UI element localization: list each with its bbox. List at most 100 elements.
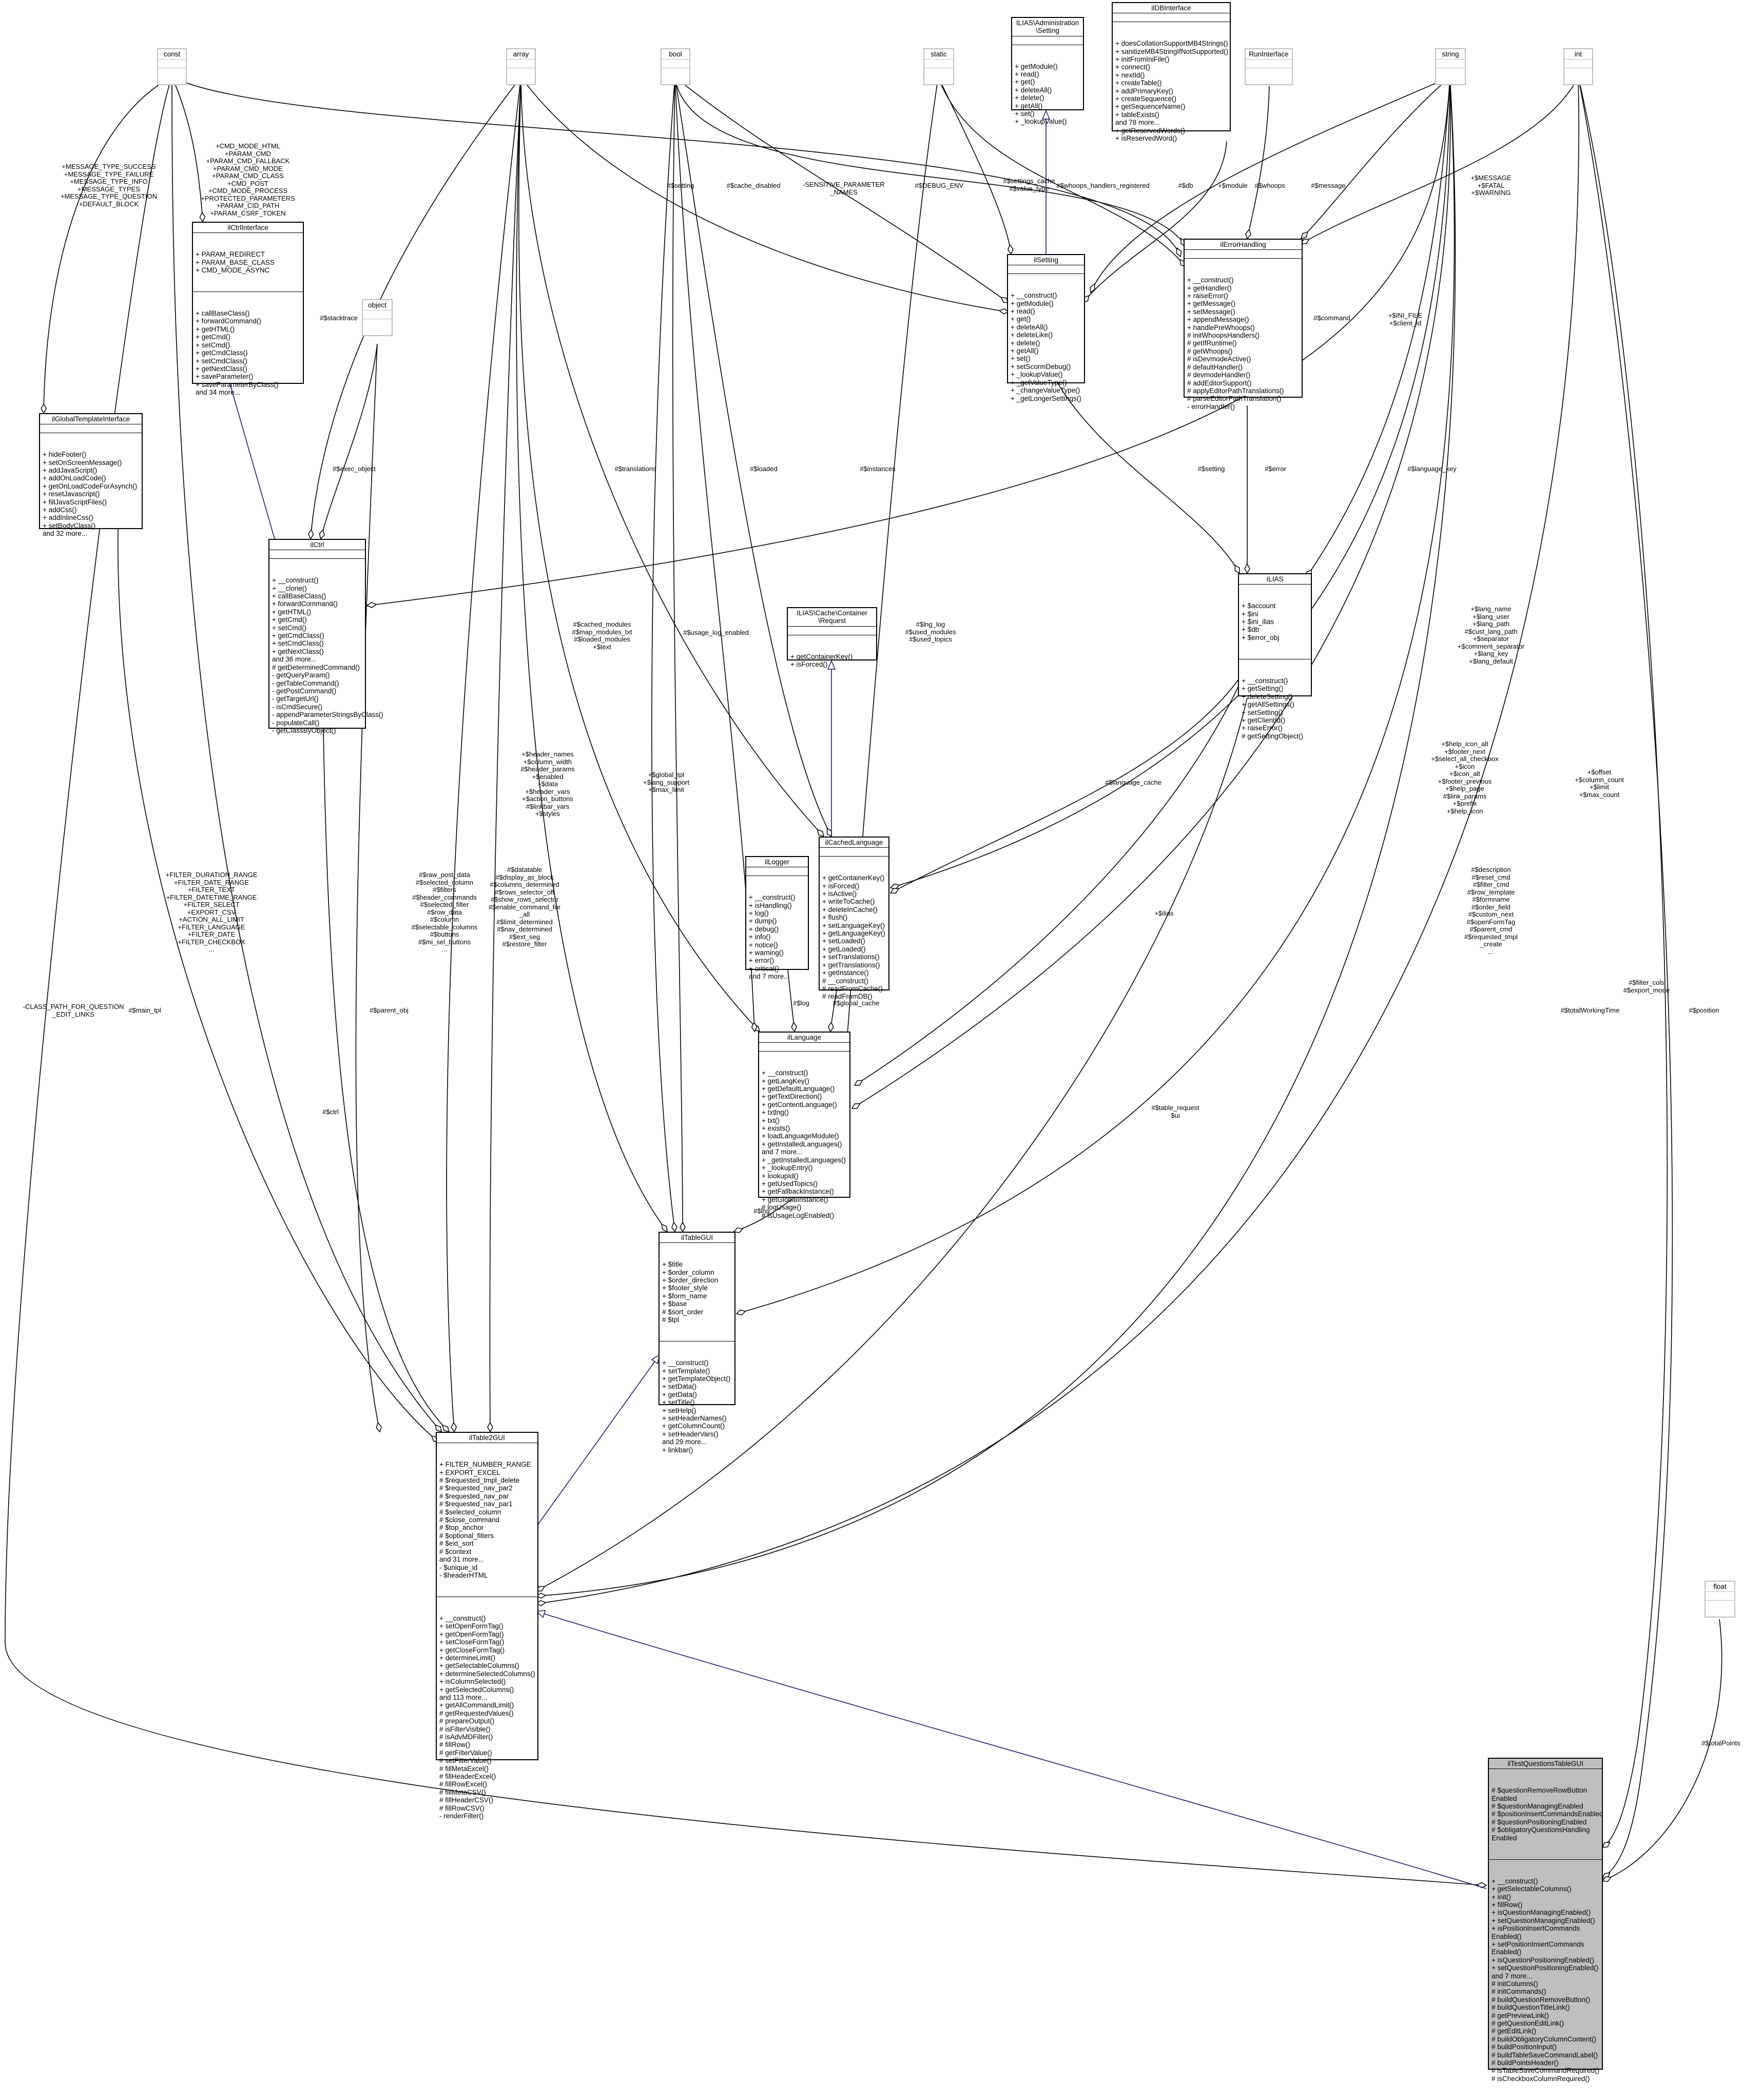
- edge-bool-tablegui-b: [672, 76, 683, 1232]
- edge-string-tablegui: [737, 76, 1455, 1314]
- edge-int-questionstable-b: [1578, 76, 1668, 1848]
- class-attributes: [1008, 265, 1084, 274]
- edge-label: #$filter_cols #$export_mode: [1623, 979, 1670, 994]
- edge-label: +$ilias: [1154, 909, 1174, 917]
- edge-ilias-table2gui: [536, 697, 1248, 1591]
- class-int: int: [1563, 48, 1593, 85]
- edge-label: +$module: [1218, 182, 1248, 189]
- edge-label: #$parent_obj: [370, 1006, 409, 1014]
- class-title: static: [931, 50, 947, 58]
- edge-label: #$settings_cache #$value_type: [1003, 177, 1055, 192]
- class-const: const: [157, 48, 187, 85]
- edge-array-table2gui-b: [490, 76, 521, 1432]
- edge-bool-cachedlang: [674, 76, 831, 837]
- edge-array-cachedlang: [520, 76, 824, 837]
- class-ilsetting: ilSetting + __construct()+ getModule()+ …: [1007, 254, 1085, 402]
- class-title: RunInterface: [1249, 50, 1289, 58]
- edge-dbiface-ilsetting: [1083, 141, 1227, 303]
- edge-const-table2gui: [171, 76, 441, 1432]
- edge-array-ilsetting: [520, 76, 1009, 312]
- edge-object-ilctrl: [321, 343, 378, 539]
- class-operations: + hideFooter()+ setOnScreenMessage()+ ad…: [40, 433, 142, 555]
- edge-const-globaltpl: [44, 76, 172, 413]
- class-title: ilCtrl: [310, 541, 324, 549]
- edge-string-ilsetting: [1091, 76, 1450, 293]
- class-operations: [1706, 1600, 1734, 1609]
- class-attributes: [363, 310, 392, 319]
- class-operations: + __construct()+ getModule()+ read()+ ge…: [1008, 274, 1084, 419]
- edge-label: +$lang_name +$lang_user +$lang_path #$cu…: [1457, 605, 1525, 665]
- class-title: ILIAS\Administration \Setting: [1016, 19, 1079, 35]
- edge-label: #$whoops_handlers_registered: [1056, 182, 1150, 189]
- class-operations: + getContainerKey()+ isForced(): [788, 634, 876, 686]
- edge-label: #$language_key: [1407, 465, 1457, 473]
- class-operations: + __construct()+ getHandler()+ raiseErro…: [1185, 258, 1302, 428]
- class-tablegui: ilTableGUI + $title+ $order_column+ $ord…: [659, 1232, 735, 1454]
- edge-array-table2gui-a: [446, 76, 521, 1432]
- edge-label: +CMD_MODE_HTML +PARAM_CMD +PARAM_CMD_FAL…: [201, 142, 295, 224]
- edge-bool-tablegui-a: [651, 76, 675, 1232]
- class-operations: [1564, 68, 1592, 76]
- class-ctrl-interface: ilCtrlInterface + PARAM_REDIRECT+ PARAM_…: [192, 222, 304, 396]
- edge-label: +$INI_FILE +$client_id: [1388, 312, 1423, 327]
- class-float: float: [1705, 1581, 1735, 1618]
- class-title: ilErrorHandling: [1220, 241, 1266, 248]
- class-illogger: ilLogger + __construct()+ isHandling()+ …: [745, 856, 809, 980]
- class-attributes: # $questionRemoveRowButton Enabled# $que…: [1489, 1768, 1603, 1859]
- edge-label: +$header_names +$column_width #$header_p…: [520, 750, 575, 818]
- class-operations: + getContainerKey()+ isForced()+ isActiv…: [820, 856, 888, 1018]
- class-attributes: [1436, 59, 1465, 68]
- edge-illogger-illanguage: [787, 969, 795, 1032]
- class-operations: [924, 68, 953, 76]
- edge-cachedlang-illanguage: [830, 990, 837, 1032]
- class-title: ilTable2GUI: [469, 1434, 505, 1442]
- edge-table2gui-inherit: [536, 1355, 660, 1527]
- class-attributes: [1246, 59, 1292, 68]
- class-operations: [158, 68, 186, 76]
- edge-ilias-illanguage: [855, 667, 1248, 1085]
- class-illanguage: ilLanguage + __construct()+ getLangKey()…: [758, 1032, 850, 1219]
- edge-runiface-errorhandling: [1247, 86, 1270, 239]
- class-attributes: [269, 550, 365, 558]
- class-attributes: + FILTER_NUMBER_RANGE+ EXPORT_EXCEL# $re…: [437, 1443, 537, 1597]
- edge-label: -CLASS_PATH_FOR_QUESTION _EDIT_LINKS: [23, 1003, 124, 1018]
- class-operations: + getModule()+ read()+ get()+ deleteAll(…: [1012, 44, 1083, 143]
- class-attributes: [1113, 13, 1230, 22]
- edge-globaltpl-table2gui: [118, 528, 439, 1442]
- class-operations: + __construct()+ setTemplate()+ getTempl…: [660, 1341, 734, 1471]
- edge-object-table2gui: [355, 343, 380, 1432]
- class-attributes: [158, 59, 186, 68]
- class-title: ilSetting: [1033, 256, 1059, 264]
- edge-label: +$offset +$column_count +$limit +$max_co…: [1575, 768, 1624, 799]
- edge-questionstable-inherit: [536, 1611, 1487, 1889]
- class-attributes: + $title+ $order_column+ $order_directio…: [660, 1242, 734, 1341]
- edge-label: #$log: [793, 999, 809, 1007]
- edge-label: #$cache_disabled: [726, 182, 781, 189]
- edge-string-ilias: [1306, 76, 1450, 577]
- class-title: ilTableGUI: [681, 1234, 713, 1241]
- edge-label: +$help_icon_alt +$footer_next +$select_a…: [1431, 740, 1499, 815]
- edge-string-illanguage: [852, 76, 1451, 1109]
- class-string: string: [1435, 48, 1466, 85]
- class-array: array: [506, 48, 536, 85]
- class-global-template-interface: ilGlobalTemplateInterface + hideFooter()…: [39, 413, 143, 537]
- edge-bool-questionstable: [674, 76, 1186, 246]
- edge-label: #$raw_post_data #$selected_column #$filt…: [411, 871, 478, 953]
- edge-static-ilsetting: [938, 76, 1011, 254]
- class-attributes: [507, 59, 535, 68]
- class-title: bool: [669, 50, 682, 58]
- edge-string-cachedlang: [890, 76, 1450, 888]
- class-operations: [662, 68, 689, 76]
- edge-label: +MESSAGE_TYPE_SUCCESS +MESSAGE_TYPE_FAIL…: [60, 163, 158, 208]
- edge-ilctrl-inherit: [226, 370, 275, 539]
- class-attributes: [759, 1042, 849, 1051]
- class-title: ILIAS\Cache\Container \Request: [796, 609, 868, 625]
- class-bool: bool: [661, 48, 690, 85]
- class-attributes: [820, 847, 888, 856]
- edge-label: #$exec_object: [333, 465, 376, 473]
- edge-label: #$position: [1689, 1006, 1719, 1014]
- edge-label: #$command: [1313, 314, 1350, 322]
- class-operations: + __construct()+ __clone()+ callBaseClas…: [269, 558, 383, 752]
- edge-label: #$error: [1265, 465, 1286, 473]
